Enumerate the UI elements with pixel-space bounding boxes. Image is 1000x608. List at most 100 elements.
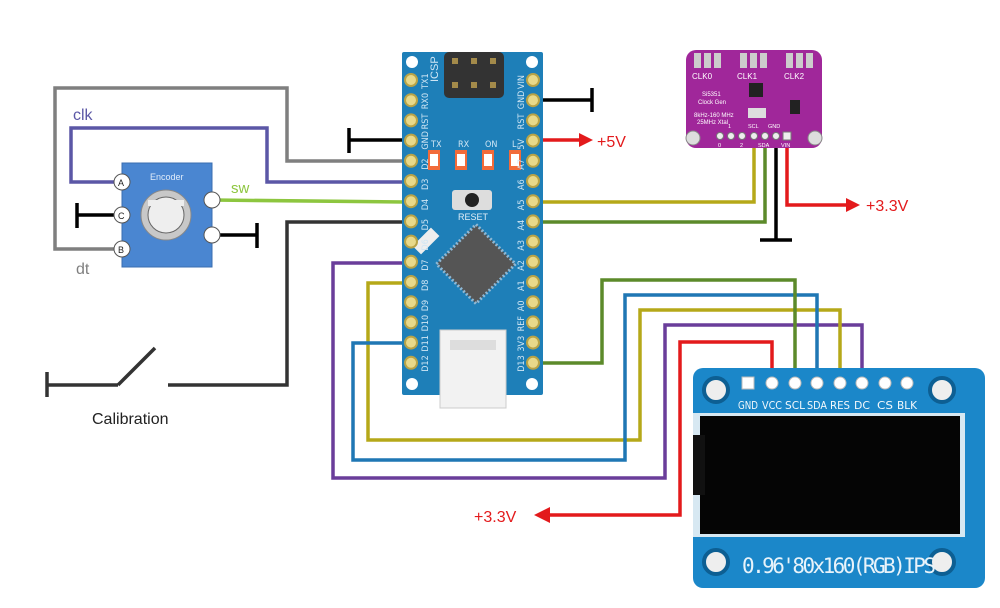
arduino-pin-d9: [404, 295, 418, 310]
si5351-pin-1: 1: [728, 124, 731, 130]
arduino-pin-5v: [526, 133, 540, 148]
power-33v-si-label: +3.3V: [866, 198, 909, 215]
arduino-pin-label: D12: [421, 355, 431, 372]
display-pin-scl: [788, 376, 802, 390]
arduino-pin-label: A6: [517, 179, 527, 190]
wire-d7-dc: [331, 261, 864, 480]
arduino-pin-label: D3: [421, 179, 431, 190]
display-pin-label: DC: [854, 399, 870, 412]
si5351-pin-vin: VIN: [781, 143, 790, 149]
display-pin-dc: [855, 376, 869, 390]
arduino-pin-label: D13: [517, 355, 527, 372]
arduino-pin-label: RST: [517, 114, 527, 130]
arduino-pin-rx0: [404, 93, 418, 108]
arduino-pin-d4: [404, 194, 418, 209]
si5351-sub: Clock Gen: [698, 100, 726, 106]
arduino-pin-d3: [404, 174, 418, 188]
arduino-pin-ref: [526, 315, 540, 330]
arduino-pin-a5: [526, 194, 540, 209]
arduino-pin-d13: [526, 355, 540, 370]
arduino-pin-label: A1: [517, 280, 527, 291]
arduino-pin-a7: [526, 153, 540, 168]
arduino-pin-label: TX1: [421, 73, 431, 90]
arduino-pin-tx1: [404, 73, 418, 87]
led-label: ON: [485, 140, 497, 150]
arduino-pin-label: RST: [421, 114, 431, 130]
arduino-pin-label: D4: [421, 199, 431, 210]
arduino-pin-label: D11: [421, 335, 431, 352]
arduino-pin-vin: [526, 73, 540, 87]
arduino-pin-label: A0: [517, 301, 527, 312]
arduino-pin-label: A2: [517, 260, 527, 271]
arrow-icon: [534, 507, 550, 523]
arduino-pin-d12: [404, 355, 418, 370]
display-pin-label: CS: [877, 399, 893, 412]
arrow-icon: [579, 133, 593, 147]
display-pin-blk: [900, 376, 914, 390]
arduino-pin-a6: [526, 174, 540, 188]
dt-label: dt: [76, 261, 90, 278]
arduino-pin-label: 5V: [517, 138, 527, 149]
arduino-pin-label: A4: [517, 220, 527, 231]
arduino-pin-label: D9: [421, 300, 431, 311]
encoder-pin-a: A: [118, 178, 124, 188]
arduino-pin-rst: [404, 113, 418, 128]
arduino-pin-gnd: [404, 133, 418, 148]
display-pin-label: SDA: [807, 399, 827, 412]
arduino-pin-d7: [404, 254, 418, 269]
arduino-pin-label: VIN: [517, 75, 527, 89]
arduino-pin-d10: [404, 315, 418, 330]
display-pin-label: RES: [830, 399, 850, 412]
arduino-pin-label: A7: [517, 159, 527, 170]
arduino-pin-label: RX0: [421, 93, 431, 109]
wire-disp-vcc: [548, 340, 774, 517]
led-label: L: [512, 140, 517, 150]
si5351-pin-gnd: GND: [768, 124, 780, 130]
led-label: RX: [458, 140, 470, 150]
display-pin-sda: [810, 376, 824, 390]
reset-label: RESET: [458, 212, 489, 222]
display-pin-label: GND: [738, 399, 758, 412]
calibration-switch[interactable]: [45, 346, 157, 397]
si5351-pin-0: 0: [718, 143, 721, 149]
wire-a4-sda: [541, 148, 767, 224]
arduino-pin-label: D8: [421, 280, 431, 291]
arduino-pin-a1: [526, 275, 540, 289]
display-pin-gnd: [741, 376, 755, 390]
si5351-name: Si5351: [702, 92, 721, 98]
wire-a5-scl: [541, 148, 756, 204]
wire-d13-scl: [541, 278, 797, 378]
display-pin-label: SCL: [785, 399, 806, 412]
si5351-freq: 8kHz-160 MHz: [694, 113, 734, 119]
arduino-pin-label: A5: [517, 200, 527, 211]
led-label: TX: [430, 140, 442, 150]
display-pin-label: VCC: [762, 399, 782, 412]
icsp-label: ICSP: [429, 56, 441, 82]
arduino-pin-rst: [526, 113, 540, 128]
reset-button[interactable]: [465, 193, 479, 207]
arduino-pin-a0: [526, 295, 540, 310]
power-5v-label: +5V: [597, 134, 626, 151]
arduino-pin-label: D6: [421, 239, 431, 250]
arduino-pin-label: D5: [421, 219, 431, 230]
display-pin-cs: [878, 376, 892, 390]
arduino-pin-d2: [404, 153, 418, 168]
display-caption: 0.96'80x160(RGB)IPS: [742, 554, 936, 578]
clk-label: clk: [73, 107, 94, 124]
clk2-label: CLK2: [784, 72, 805, 81]
si5351-pin-2: 2: [740, 143, 743, 149]
arduino-pin-label: REF: [517, 316, 527, 332]
arduino-pin-label: D7: [421, 259, 431, 270]
arduino-pin-d5: [404, 214, 418, 229]
wire-dt: [53, 86, 404, 251]
arduino-pin-d11: [404, 335, 418, 350]
calibration-label: Calibration: [92, 411, 168, 428]
arduino-pin-d8: [404, 275, 418, 289]
wire-clk: [69, 126, 404, 184]
arduino-pin-label: GND: [421, 131, 431, 150]
display-screen: [700, 416, 960, 534]
si5351-pin-scl: SCL: [748, 124, 759, 130]
arduino-pin-label: D2: [421, 158, 431, 169]
